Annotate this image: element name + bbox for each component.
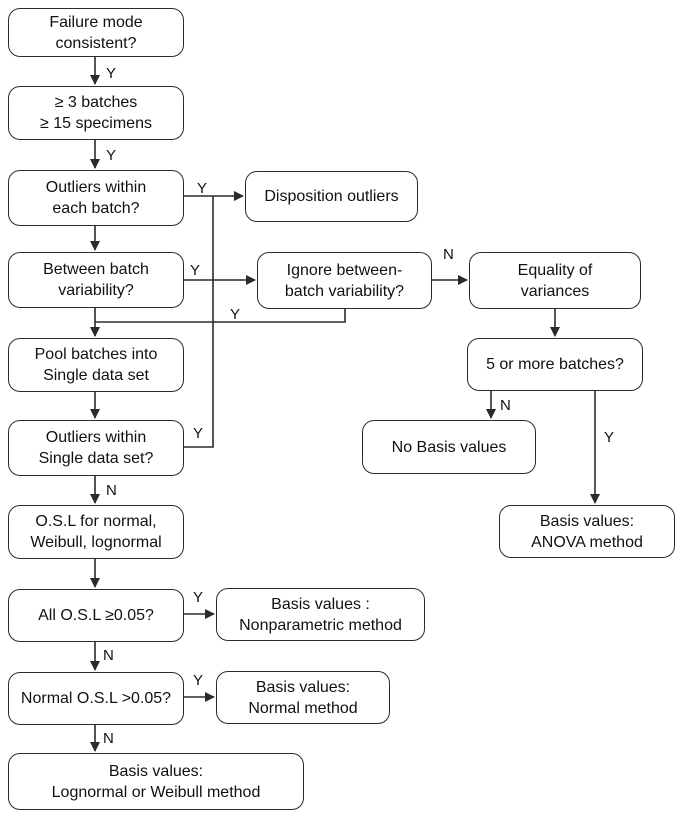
edge-label-n-five: N	[500, 397, 511, 414]
batches-box: ≥ 3 batches ≥ 15 specimens	[8, 86, 184, 140]
normal-method-line-1: Basis values:	[255, 678, 351, 696]
edge-label-y-ignore: Y	[230, 306, 241, 323]
outliers-single-line-1: Outliers within	[45, 429, 147, 446]
nonparam-line-2: Nonparametric method	[239, 616, 402, 634]
disposition-box: Disposition outliers	[245, 171, 418, 222]
ignore-between-line-1: Ignore between-	[286, 261, 403, 279]
lognormal-line-2: Lognormal or Weibull method	[51, 783, 261, 801]
edge-label-y-all-osl: Y	[193, 589, 204, 606]
edge-label-y1: Y	[106, 65, 117, 82]
nonparam-line-1: Basis values :	[271, 595, 370, 613]
between-batch-line-2: variability?	[58, 282, 134, 299]
edge-label-y-outliers-single: Y	[193, 425, 204, 442]
all-osl-box: All O.S.L ≥0.05?	[8, 589, 184, 642]
ignore-between-box: Ignore between-batch variability?	[257, 252, 432, 309]
outliers-single-line-2: Single data set?	[38, 450, 154, 467]
edge-label-y-normal: Y	[193, 672, 204, 689]
normal-osl-line-1: Normal O.S.L >0.05?	[20, 690, 172, 707]
disposition-line-1: Disposition outliers	[264, 188, 399, 205]
edge-label-y-five: Y	[604, 429, 615, 446]
pool-line-2: Single data set	[43, 367, 149, 384]
osl-line-1: O.S.L for normal,	[35, 513, 157, 530]
batches-line-2: ≥ 15 specimens	[40, 115, 152, 132]
five-batches-box: 5 or more batches?	[467, 338, 643, 391]
equality-box: Equality of variances	[469, 252, 641, 309]
failure-mode-box: Failure mode consistent?	[8, 8, 184, 57]
failure-mode-line-1: Failure mode	[49, 13, 143, 31]
lognormal-box: Basis values: Lognormal or Weibull method	[8, 753, 304, 810]
outliers-batch-line-1: Outliers within	[45, 179, 147, 196]
batches-line-1: ≥ 3 batches	[54, 94, 138, 111]
all-osl-line-1: All O.S.L ≥0.05?	[38, 607, 154, 624]
edge-label-n-all-osl: N	[103, 647, 114, 664]
arrow-ignore-to-pool	[95, 309, 346, 323]
edge-label-n-ignore: N	[443, 246, 454, 263]
ignore-between-line-2: batch variability?	[284, 282, 405, 300]
no-basis-box: No Basis values	[362, 420, 536, 474]
normal-method-box: Basis values: Normal method	[216, 671, 390, 724]
failure-mode-line-2: consistent?	[55, 34, 137, 52]
nonparam-box: Basis values : Nonparametric method	[216, 588, 425, 641]
pool-line-1: Pool batches into	[34, 346, 158, 363]
anova-box: Basis values: ANOVA method	[499, 505, 675, 558]
anova-line-2: ANOVA method	[531, 533, 643, 551]
between-batch-line-1: Between batch	[43, 261, 149, 278]
edge-label-y2: Y	[106, 147, 117, 164]
outliers-batch-box: Outliers within each batch?	[8, 170, 184, 226]
lognormal-line-1: Basis values:	[108, 762, 204, 780]
between-batch-box: Between batch variability?	[8, 252, 184, 308]
edge-label-y-between: Y	[190, 262, 201, 279]
outliers-batch-line-2: each batch?	[52, 200, 140, 217]
edge-label-n-normal: N	[103, 730, 114, 747]
osl-line-2: Weibull, lognormal	[30, 534, 162, 551]
five-batches-line-1: 5 or more batches?	[486, 356, 624, 373]
no-basis-line-1: No Basis values	[391, 438, 507, 456]
equality-line-2: variances	[520, 282, 590, 300]
normal-method-line-2: Normal method	[248, 699, 358, 717]
equality-line-1: Equality of	[517, 261, 593, 279]
normal-osl-box: Normal O.S.L >0.05?	[8, 672, 184, 725]
osl-box: O.S.L for normal, Weibull, lognormal	[8, 505, 184, 559]
anova-line-1: Basis values:	[539, 512, 635, 530]
edge-label-n-outliers-single: N	[106, 482, 117, 499]
edge-label-y-outliers-batch: Y	[197, 180, 208, 197]
